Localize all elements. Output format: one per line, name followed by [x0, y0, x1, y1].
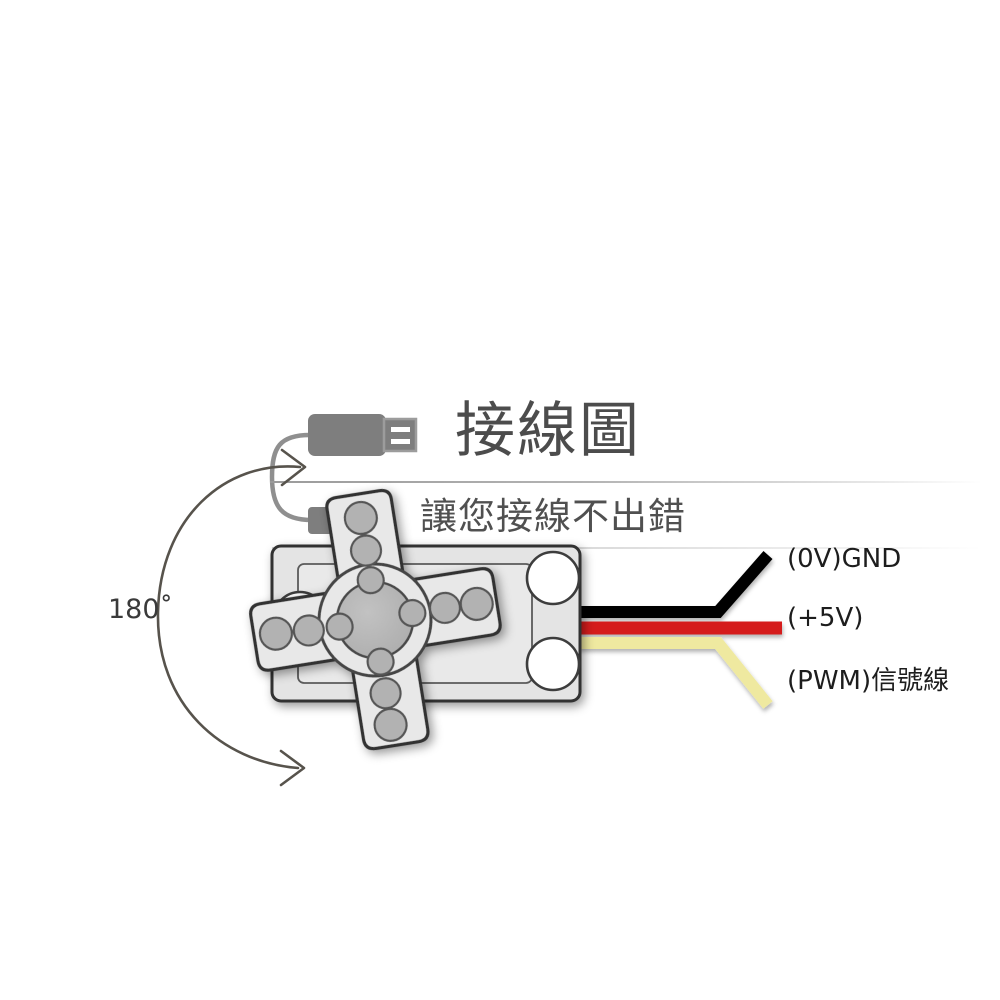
rotation-arc-icon [156, 448, 307, 787]
wire-label-signal: (PWM)信號線 [787, 666, 950, 696]
rotation-range-label: 180˚ [108, 594, 174, 625]
mount-hole-right-lower [525, 636, 581, 692]
wire-label-ground: (0V)GND [787, 544, 902, 574]
page-title: 接線圖 [455, 396, 641, 466]
page-subtitle: 讓您接線不出錯 [420, 495, 686, 538]
header-divider-top [270, 481, 982, 483]
wire-label-power: (+5V) [787, 603, 864, 633]
ground-wire [578, 551, 773, 618]
header-divider-bottom [272, 547, 982, 549]
servo-motor-illustration [156, 448, 782, 787]
signal-wire [578, 637, 773, 709]
header-band: 接線圖 讓您接線不出錯 [0, 190, 1000, 549]
servo-wire-bundle [578, 551, 782, 709]
mount-hole-right-upper [525, 550, 581, 606]
servo-horn [249, 488, 502, 751]
